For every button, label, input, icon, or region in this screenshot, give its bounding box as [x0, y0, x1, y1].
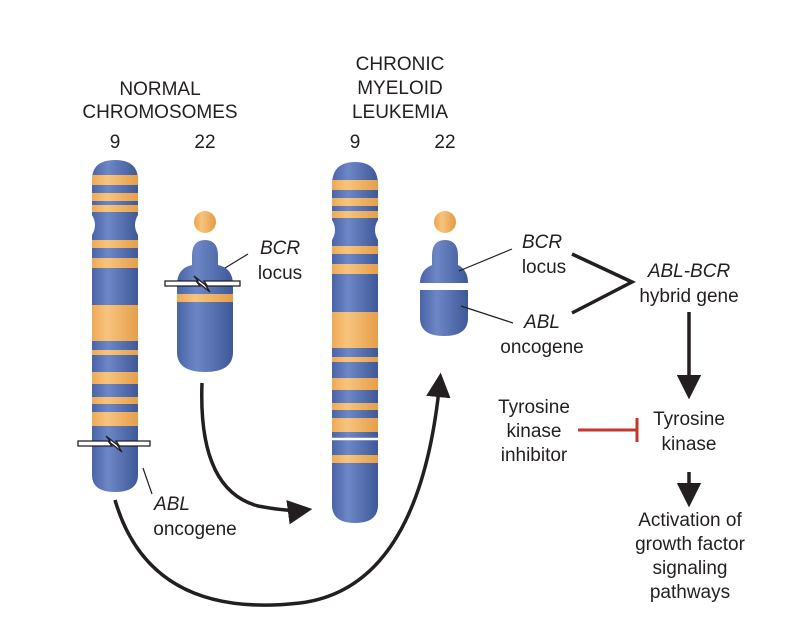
- cml-heading-line1: CHRONIC: [355, 54, 445, 75]
- cml-chr22-label: 22: [434, 132, 456, 153]
- abl-label-cml: ABL: [524, 312, 560, 333]
- normal-chromosome-9: [77, 160, 151, 492]
- cml-chr9-label: 9: [349, 132, 361, 153]
- locus-label-normal: locus: [257, 263, 303, 284]
- cml-heading-line3: LEUKEMIA: [351, 102, 449, 123]
- activation-line4: pathways: [649, 582, 731, 603]
- bcr-label-normal: BCR: [259, 238, 301, 259]
- abl-label-normal: ABL: [154, 494, 190, 515]
- activation-line1: Activation of: [638, 510, 742, 531]
- tyrosine-kinase-line2: kinase: [661, 434, 717, 455]
- oncogene-label-normal: oncogene: [153, 519, 237, 540]
- arrow-9-to-22: [113, 372, 451, 607]
- normal-chromosome-22: [164, 211, 241, 372]
- break-mark-22: [164, 275, 241, 293]
- cml-chromosome-22: [420, 211, 468, 336]
- inhibition-mark: [578, 418, 639, 442]
- inhibitor-line3: inhibitor: [500, 445, 568, 466]
- cml-chromosome-9: [332, 162, 378, 523]
- tyrosine-kinase-line1: Tyrosine: [653, 409, 725, 430]
- hybrid-gene-name: ABL-BCR: [647, 261, 731, 282]
- normal-heading-line2: CHROMOSOMES: [82, 102, 238, 123]
- bcr-label-cml: BCR: [521, 232, 563, 253]
- hybrid-bracket: [571, 252, 636, 315]
- arrow-22-to-9: [200, 382, 313, 525]
- inhibitor-line2: kinase: [506, 421, 562, 442]
- leader-lines: [142, 248, 514, 495]
- normal-heading-line1: NORMAL: [119, 79, 201, 100]
- locus-label-cml: locus: [521, 257, 567, 278]
- normal-chr22-label: 22: [194, 132, 216, 153]
- oncogene-label-cml: oncogene: [500, 337, 584, 358]
- normal-chr9-label: 9: [109, 132, 121, 153]
- inhibitor-line1: Tyrosine: [498, 397, 570, 418]
- cml-heading-line2: MYELOID: [357, 78, 443, 99]
- activation-line3: signaling: [652, 558, 728, 579]
- activation-line2: growth factor: [635, 534, 745, 555]
- break-mark-9: [77, 435, 151, 453]
- hybrid-gene-label: hybrid gene: [639, 286, 739, 307]
